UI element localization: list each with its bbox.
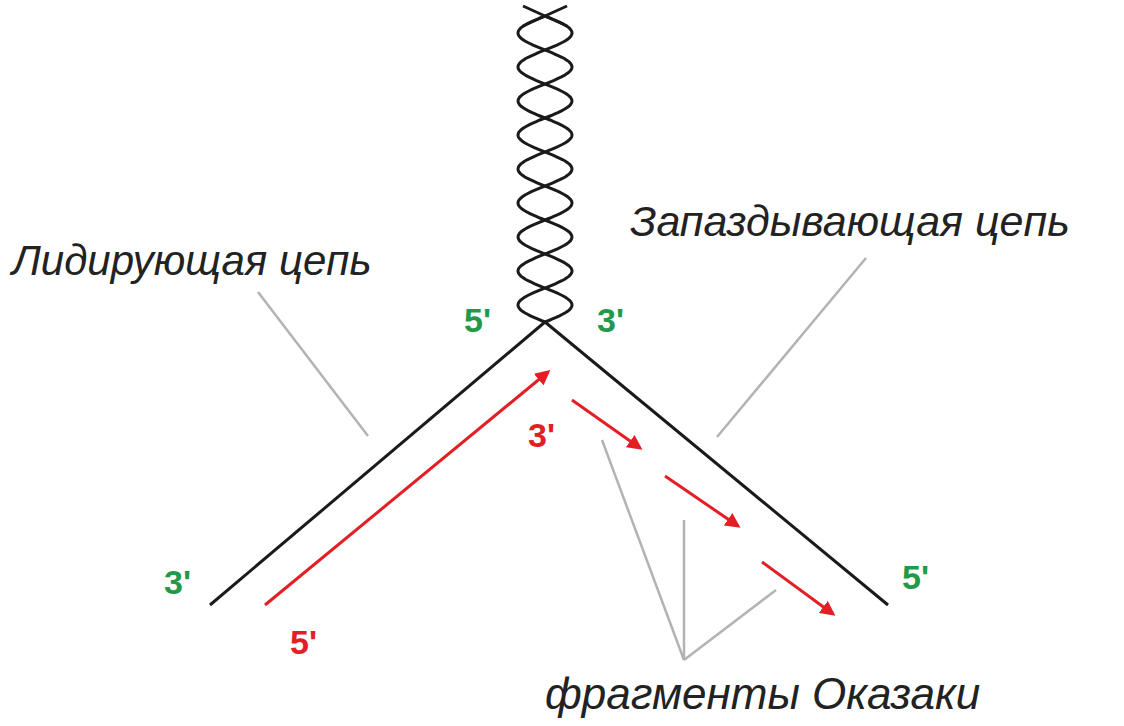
end-label: 5' xyxy=(902,560,929,594)
leading-template-strand xyxy=(210,322,545,605)
leader-line xyxy=(717,258,866,437)
okazaki-fragment xyxy=(572,400,640,448)
end-label: 5' xyxy=(464,303,491,337)
leader-line xyxy=(602,440,684,660)
leader-line xyxy=(683,520,686,660)
end-label: 3' xyxy=(164,565,191,599)
leader-line xyxy=(684,590,776,660)
helix-end xyxy=(523,6,567,26)
okazaki-fragment xyxy=(665,476,738,526)
okazaki-fragment xyxy=(762,562,833,614)
leader-line xyxy=(258,292,368,436)
end-label: 5' xyxy=(290,625,317,659)
double-helix xyxy=(518,6,572,322)
end-label: 3' xyxy=(528,418,555,452)
helix-strand xyxy=(518,16,572,322)
strand-label: Запаздывающая цепь xyxy=(630,200,1070,243)
helix-strand xyxy=(518,16,572,322)
end-label: 3' xyxy=(597,303,624,337)
strand-label: Лидирующая цепь xyxy=(12,240,372,282)
fragments-label: фрагменты Оказаки xyxy=(545,672,980,716)
leading-new-strand xyxy=(265,372,548,605)
lagging-template-strand xyxy=(545,322,888,605)
helix-end xyxy=(523,6,567,26)
